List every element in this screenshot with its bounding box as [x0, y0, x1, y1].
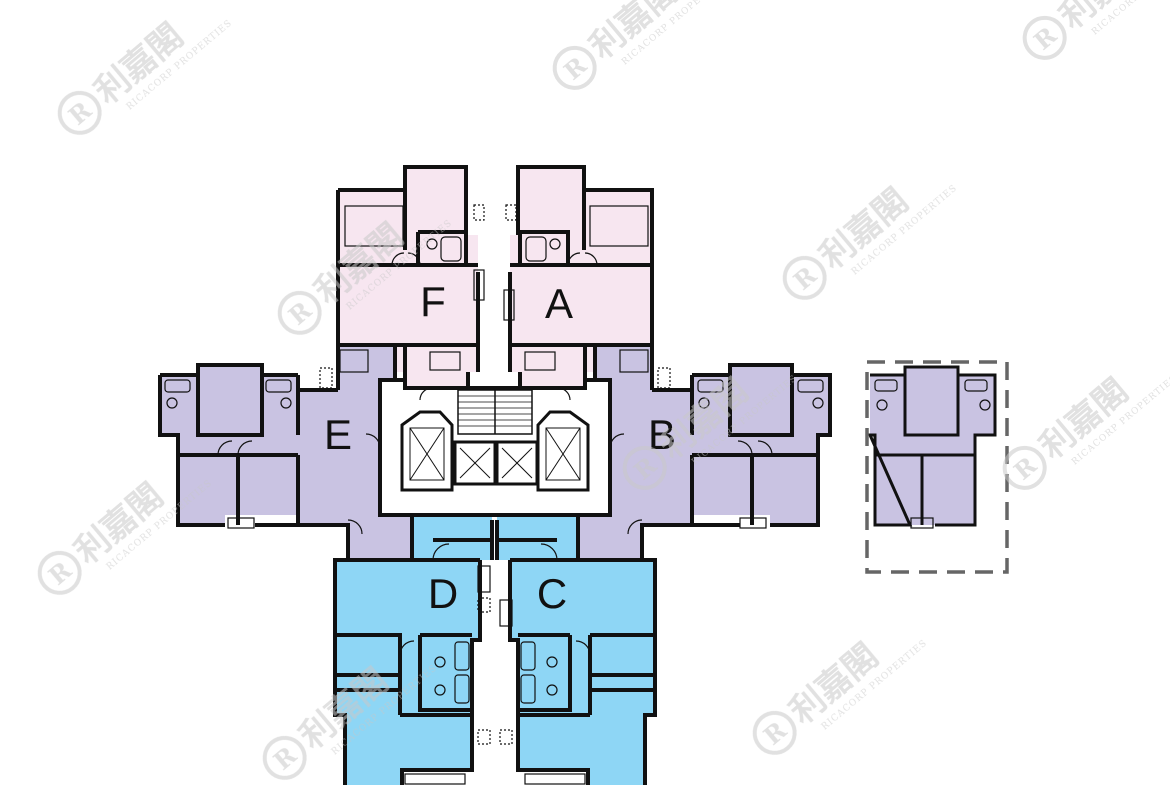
toilet-icon	[979, 399, 991, 411]
svg-text:R: R	[1028, 20, 1063, 56]
svg-text:R: R	[1008, 450, 1043, 486]
unit-label-c: C	[537, 570, 567, 617]
bath-icon	[265, 379, 292, 393]
bath-icon	[454, 674, 470, 704]
toilet-icon	[166, 397, 178, 409]
toilet-icon	[876, 399, 888, 411]
unit-b-mirror-detail	[865, 360, 1009, 574]
unit-label-a: A	[545, 280, 573, 327]
unit-a-fill	[510, 167, 652, 388]
lift-icon	[495, 440, 539, 486]
bath-icon	[520, 641, 536, 671]
toilet-icon	[549, 238, 561, 250]
toilet-icon	[280, 397, 292, 409]
detail-fill	[870, 367, 995, 525]
unit-label-e: E	[324, 411, 352, 458]
svg-text:R: R	[63, 95, 98, 131]
bath-icon	[440, 236, 462, 262]
bath-icon	[164, 379, 191, 393]
unit-b	[576, 343, 832, 562]
bath-icon	[964, 379, 988, 392]
toilet-icon	[426, 238, 438, 250]
bath-icon	[520, 674, 536, 704]
unit-e-fill	[160, 345, 412, 560]
unit-f	[336, 165, 485, 390]
unit-label-d: D	[428, 570, 458, 617]
toilet-icon	[434, 656, 446, 668]
lift-icon	[453, 440, 497, 486]
toilet-icon	[434, 684, 446, 696]
unit-e	[158, 343, 414, 562]
toilet-icon	[546, 656, 558, 668]
unit-d-fill	[335, 515, 492, 785]
svg-text:R: R	[268, 740, 303, 776]
lift-icon	[400, 410, 454, 492]
lift-icon	[536, 410, 590, 492]
unit-f-fill	[338, 167, 478, 388]
toilet-icon	[812, 397, 824, 409]
bath-icon	[874, 379, 898, 392]
building-core	[378, 378, 612, 517]
svg-text:R: R	[558, 50, 593, 86]
unit-d	[333, 515, 494, 785]
unit-b-fill	[578, 345, 830, 560]
bath-icon	[797, 379, 824, 393]
toilet-icon	[698, 397, 710, 409]
svg-text:R: R	[758, 715, 793, 751]
toilet-icon	[546, 684, 558, 696]
unit-label-f: F	[420, 278, 446, 325]
bath-icon	[454, 641, 470, 671]
svg-text:R: R	[43, 555, 78, 591]
bath-icon	[697, 379, 724, 393]
svg-text:R: R	[283, 295, 318, 331]
stair-icon	[457, 389, 533, 435]
unit-a	[503, 165, 654, 390]
bath-icon	[525, 236, 547, 262]
unit-c	[495, 515, 657, 785]
legend-box	[865, 360, 1009, 574]
unit-c-fill	[497, 515, 655, 785]
svg-text:R: R	[788, 260, 823, 296]
core-outline	[378, 378, 612, 517]
